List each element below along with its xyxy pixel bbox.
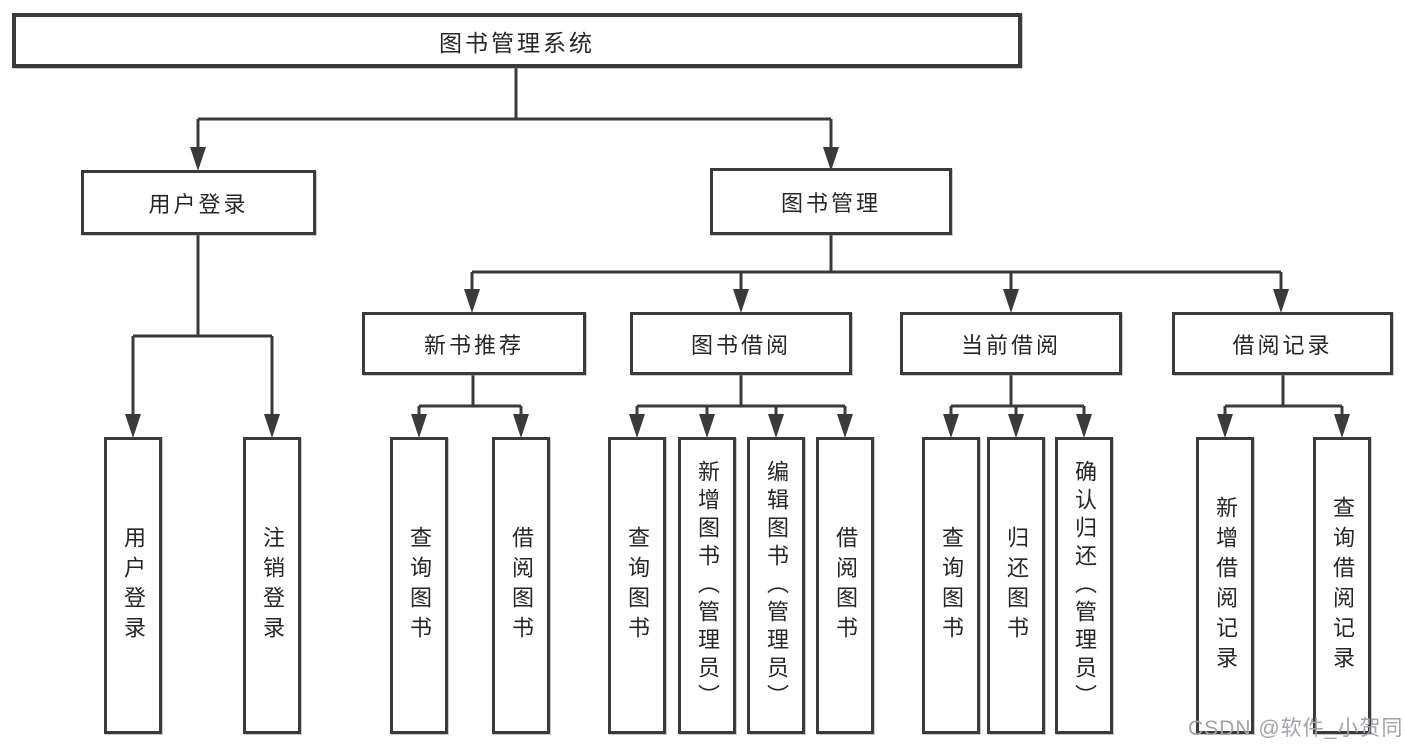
leaf-add-book-admin: 新增图书（管理员） [678, 437, 736, 734]
node-label: 用户登录 [121, 525, 146, 646]
node-label: 编辑图书（管理员） [764, 459, 789, 712]
leaf-add-borrow-record: 新增借阅记录 [1196, 437, 1254, 734]
arrowhead [733, 289, 749, 313]
node-label: 查询图书 [407, 525, 432, 646]
arrowhead [629, 414, 645, 438]
node-borrow-records: 借阅记录 [1172, 312, 1393, 375]
arrowhead [837, 414, 853, 438]
node-current-borrow: 当前借阅 [900, 312, 1122, 375]
node-label: 用户登录 [148, 191, 249, 217]
leaf-borrow-book-recommend: 借阅图书 [492, 437, 550, 734]
leaf-edit-book-admin: 编辑图书（管理员） [747, 437, 805, 734]
arrowhead [1076, 414, 1092, 438]
arrowhead [264, 414, 280, 438]
leaf-query-borrow-record: 查询借阅记录 [1313, 437, 1371, 734]
node-label: 查询图书 [939, 525, 964, 646]
leaf-query-books-borrow: 查询图书 [608, 437, 666, 734]
node-label: 图书管理系统 [439, 29, 595, 56]
node-book-management: 图书管理 [710, 168, 952, 235]
node-book-borrow: 图书借阅 [630, 312, 852, 375]
leaf-confirm-return-admin: 确认归还（管理员） [1055, 437, 1113, 734]
node-label: 借阅图书 [509, 525, 534, 646]
node-label: 图书管理 [780, 190, 881, 216]
node-label: 确认归还（管理员） [1072, 459, 1097, 712]
arrowhead [943, 414, 959, 438]
leaf-borrow-book: 借阅图书 [816, 437, 874, 734]
arrowhead [190, 147, 206, 171]
arrowhead [699, 414, 715, 438]
node-label: 新增借阅记录 [1213, 495, 1238, 676]
edge-recommend-children [417, 375, 523, 418]
node-label: 借阅图书 [833, 525, 858, 646]
leaf-query-books-current: 查询图书 [922, 437, 980, 734]
node-label: 图书借阅 [690, 332, 791, 358]
arrowhead [464, 289, 480, 313]
arrowhead [1008, 414, 1024, 438]
leaf-query-books-recommend: 查询图书 [390, 437, 448, 734]
arrowhead [1003, 289, 1019, 313]
node-label: 借阅记录 [1232, 332, 1333, 358]
arrowhead [1217, 414, 1233, 438]
node-label: 新增图书（管理员） [695, 459, 720, 712]
node-label: 归还图书 [1004, 525, 1029, 646]
arrowhead [768, 414, 784, 438]
node-label: 新书推荐 [423, 332, 524, 358]
edge-user-login-children [131, 235, 274, 418]
node-new-book-recommend: 新书推荐 [362, 312, 586, 375]
node-label: 查询借阅记录 [1330, 495, 1355, 676]
node-label: 当前借阅 [960, 332, 1061, 358]
edge-root-to-level2 [196, 68, 833, 151]
watermark: CSDN @软件_小贺同学 [1188, 717, 1405, 740]
leaf-return-book: 归还图书 [987, 437, 1045, 734]
arrowhead [1334, 414, 1350, 438]
leaf-user-login: 用户登录 [104, 437, 162, 734]
edge-borrow-children [635, 375, 847, 418]
node-user-login: 用户登录 [81, 170, 316, 235]
arrowhead [411, 414, 427, 438]
node-label: 注销登录 [260, 525, 285, 646]
edge-current-children [949, 375, 1086, 418]
arrowhead [1273, 289, 1289, 313]
leaf-logout: 注销登录 [243, 437, 301, 734]
node-library-management-system: 图书管理系统 [12, 13, 1022, 68]
edge-records-children [1223, 375, 1344, 418]
node-label: 查询图书 [625, 525, 650, 646]
arrowhead [125, 414, 141, 438]
arrowhead [513, 414, 529, 438]
edge-book-management-children [470, 235, 1283, 293]
